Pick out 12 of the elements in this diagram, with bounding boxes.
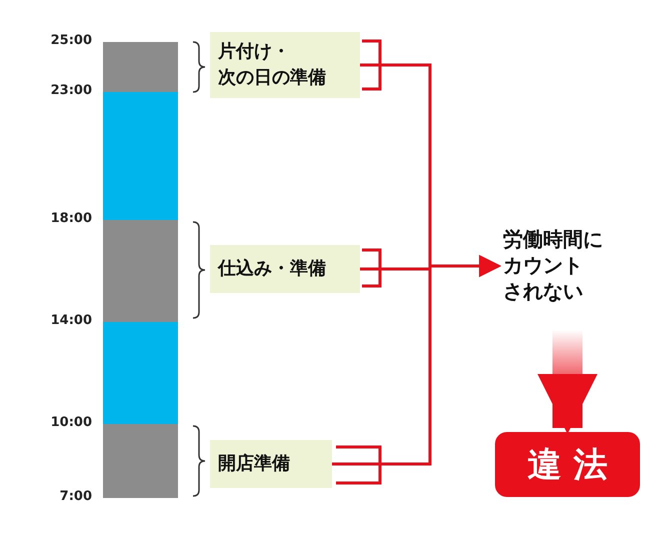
time-label: 14:00 xyxy=(50,313,92,328)
label-box: 仕込み・準備 xyxy=(210,245,360,293)
label-box: 開店準備 xyxy=(210,440,332,488)
note-text: 労働時間にカウントされない xyxy=(503,226,633,306)
label-box: 片付け・次の日の準備 xyxy=(210,32,360,98)
time-label: 7:00 xyxy=(58,489,92,504)
time-label: 25:00 xyxy=(50,33,92,48)
time-label: 10:00 xyxy=(50,415,92,430)
verdict-box: 違 法 xyxy=(495,432,640,497)
time-label: 18:00 xyxy=(50,211,92,226)
arrow xyxy=(332,255,502,466)
time-label: 23:00 xyxy=(50,83,92,98)
